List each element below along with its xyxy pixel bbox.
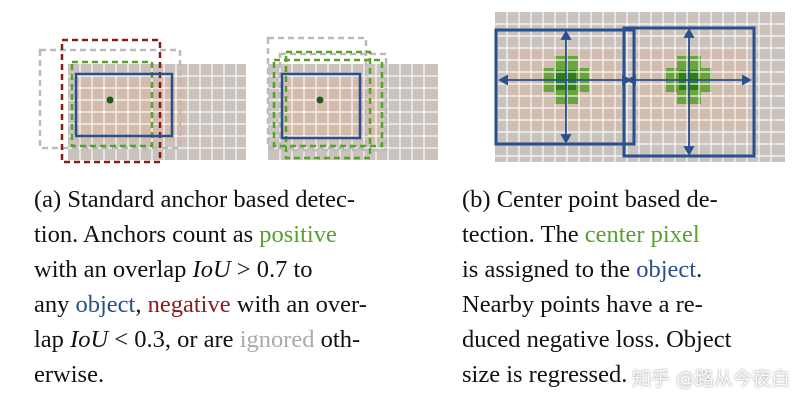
caption-b-line-3: is assigned to the object. — [462, 252, 792, 287]
caption-a-text: with an over- — [230, 291, 367, 318]
positive-anchor-box — [70, 60, 154, 148]
caption-a-text: any — [34, 291, 76, 318]
pixel-grid-b — [495, 12, 785, 162]
object-label: object — [636, 256, 697, 283]
caption-a-text: lap — [34, 326, 71, 353]
object-box-b1 — [494, 28, 636, 146]
object-box-right — [280, 72, 362, 140]
caption-b-text: tection. The — [462, 221, 585, 248]
cat-region-right — [280, 78, 380, 142]
object-label: object — [75, 291, 136, 318]
ignored-anchor-box-3 — [278, 52, 388, 152]
caption-b-line-5: duced negative loss. Object — [462, 326, 732, 353]
pixel-grid-a — [68, 64, 438, 160]
caption-a-text: with an overlap — [34, 256, 193, 283]
caption-a-line-4: any object, negative with an over- — [34, 287, 438, 322]
caption-a-line-1: (a) Standard anchor based detec- — [34, 186, 356, 213]
iou-symbol: IoU — [70, 326, 109, 353]
caption-a-text: > 0.7 to — [230, 256, 313, 283]
object-box-left — [74, 72, 174, 138]
positive-anchor-box-2 — [272, 58, 384, 148]
object-center-left — [106, 96, 114, 104]
caption-a-line-2: tion. Anchors count as positive — [34, 217, 438, 252]
caption-a: (a) Standard anchor based detec- tion. A… — [34, 182, 438, 392]
ignored-label: ignored — [239, 326, 315, 353]
watermark: 知乎 @路从今夜白 — [631, 368, 790, 390]
caption-a-line-3: with an overlap IoU > 0.7 to — [34, 252, 438, 287]
caption-a-text: tion. Anchors count as — [34, 221, 260, 248]
caption-b-line-1: (b) Center point based de- — [462, 186, 718, 213]
caption-a-line-6: erwise. — [34, 361, 105, 388]
cat-region-left — [75, 78, 185, 142]
ignored-anchor-box-2 — [266, 36, 368, 150]
size-arrows-2 — [626, 28, 752, 156]
negative-label: negative — [147, 291, 231, 318]
caption-b-line-4: Nearby points have a re- — [462, 291, 703, 318]
caption-a-text: oth- — [314, 326, 361, 353]
caption-b-text: . — [696, 256, 703, 283]
center-pixel-label: center pixel — [584, 221, 700, 248]
caption-b: (b) Center point based de- tection. The … — [462, 182, 792, 392]
caption-a-text: < 0.3, or are — [108, 326, 240, 353]
panel-a-figure — [30, 30, 440, 170]
positive-label: positive — [259, 221, 337, 248]
object-center-right — [316, 96, 324, 104]
caption-a-text: , — [135, 291, 148, 318]
caption-a-line-5: lap IoU < 0.3, or are ignored oth- — [34, 322, 438, 357]
iou-symbol: IoU — [192, 256, 231, 283]
positive-anchor-box-3 — [284, 50, 372, 160]
caption-b-line-2: tection. The center pixel — [462, 217, 792, 252]
ignored-anchor-box — [38, 48, 182, 150]
center-figure — [494, 12, 785, 162]
anchor-figure — [38, 36, 438, 164]
object-box-b2 — [622, 26, 756, 158]
caption-b-text: is assigned to the — [462, 256, 637, 283]
caption-b-line-6: size is regressed. — [462, 361, 628, 388]
panel-b-figure — [490, 10, 790, 166]
